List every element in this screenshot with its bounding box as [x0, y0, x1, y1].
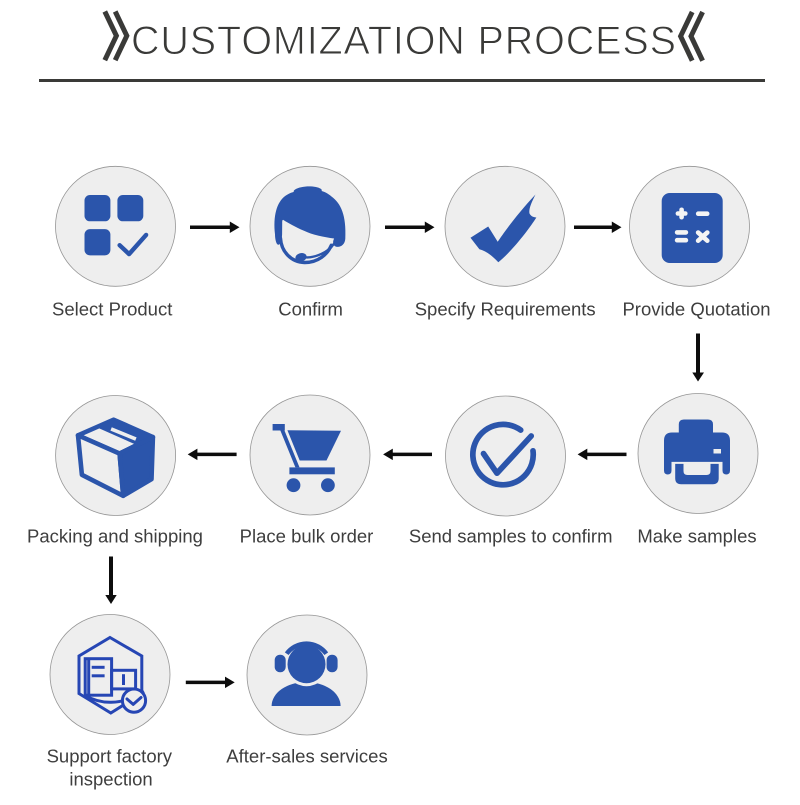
- svg-text:inspection: inspection: [69, 768, 152, 789]
- svg-text:CUSTOMIZATION PROCESS: CUSTOMIZATION PROCESS: [131, 19, 676, 63]
- svg-text:Packing and shipping: Packing and shipping: [27, 526, 203, 547]
- svg-text:After-sales services: After-sales services: [226, 746, 387, 767]
- svg-text:Provide Quotation: Provide Quotation: [622, 298, 770, 319]
- svg-text:Confirm: Confirm: [278, 298, 343, 319]
- svg-text:Place bulk order: Place bulk order: [240, 526, 374, 547]
- svg-text:Support factory: Support factory: [47, 746, 173, 767]
- svg-text:Make samples: Make samples: [637, 526, 756, 547]
- svg-text:Select Product: Select Product: [52, 298, 172, 319]
- svg-text:Specify Requirements: Specify Requirements: [415, 298, 596, 319]
- svg-text:Send samples to confirm: Send samples to confirm: [409, 526, 613, 547]
